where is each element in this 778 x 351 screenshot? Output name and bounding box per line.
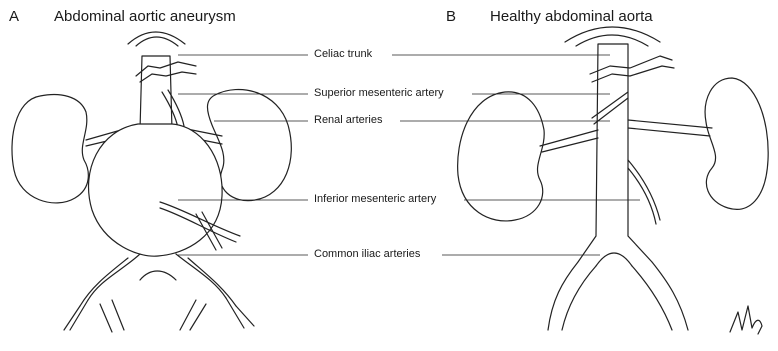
label-renal-arteries: Renal arteries (314, 114, 382, 126)
diaphragm-arc (128, 32, 185, 44)
label-common-iliac-arteries: Common iliac arteries (314, 248, 420, 260)
iliac-right-b (632, 262, 688, 330)
label-celiac-trunk: Celiac trunk (314, 48, 372, 60)
iliac-branches-right (180, 298, 254, 330)
celiac-branches (136, 62, 196, 82)
kidney-left-b (458, 92, 545, 221)
aorta-healthy (578, 44, 652, 262)
superior-mesenteric (162, 90, 184, 128)
celiac-branches-b (590, 56, 674, 82)
kidney-right-b (705, 78, 768, 209)
iliac-left-b (548, 262, 596, 330)
label-superior-mesenteric-artery: Superior mesenteric artery (314, 87, 444, 99)
iliac-branches-left (64, 300, 124, 332)
kidney-left (12, 95, 88, 203)
label-inferior-mesenteric-artery: Inferior mesenteric artery (314, 193, 436, 205)
panel-a-drawing (12, 32, 291, 332)
renal-right-b (628, 120, 712, 136)
artist-signature (730, 306, 762, 334)
iliac-left (80, 254, 140, 306)
panel-b-drawing (458, 27, 769, 334)
iliac-right (176, 254, 236, 306)
aneurysm-sac (89, 124, 223, 256)
